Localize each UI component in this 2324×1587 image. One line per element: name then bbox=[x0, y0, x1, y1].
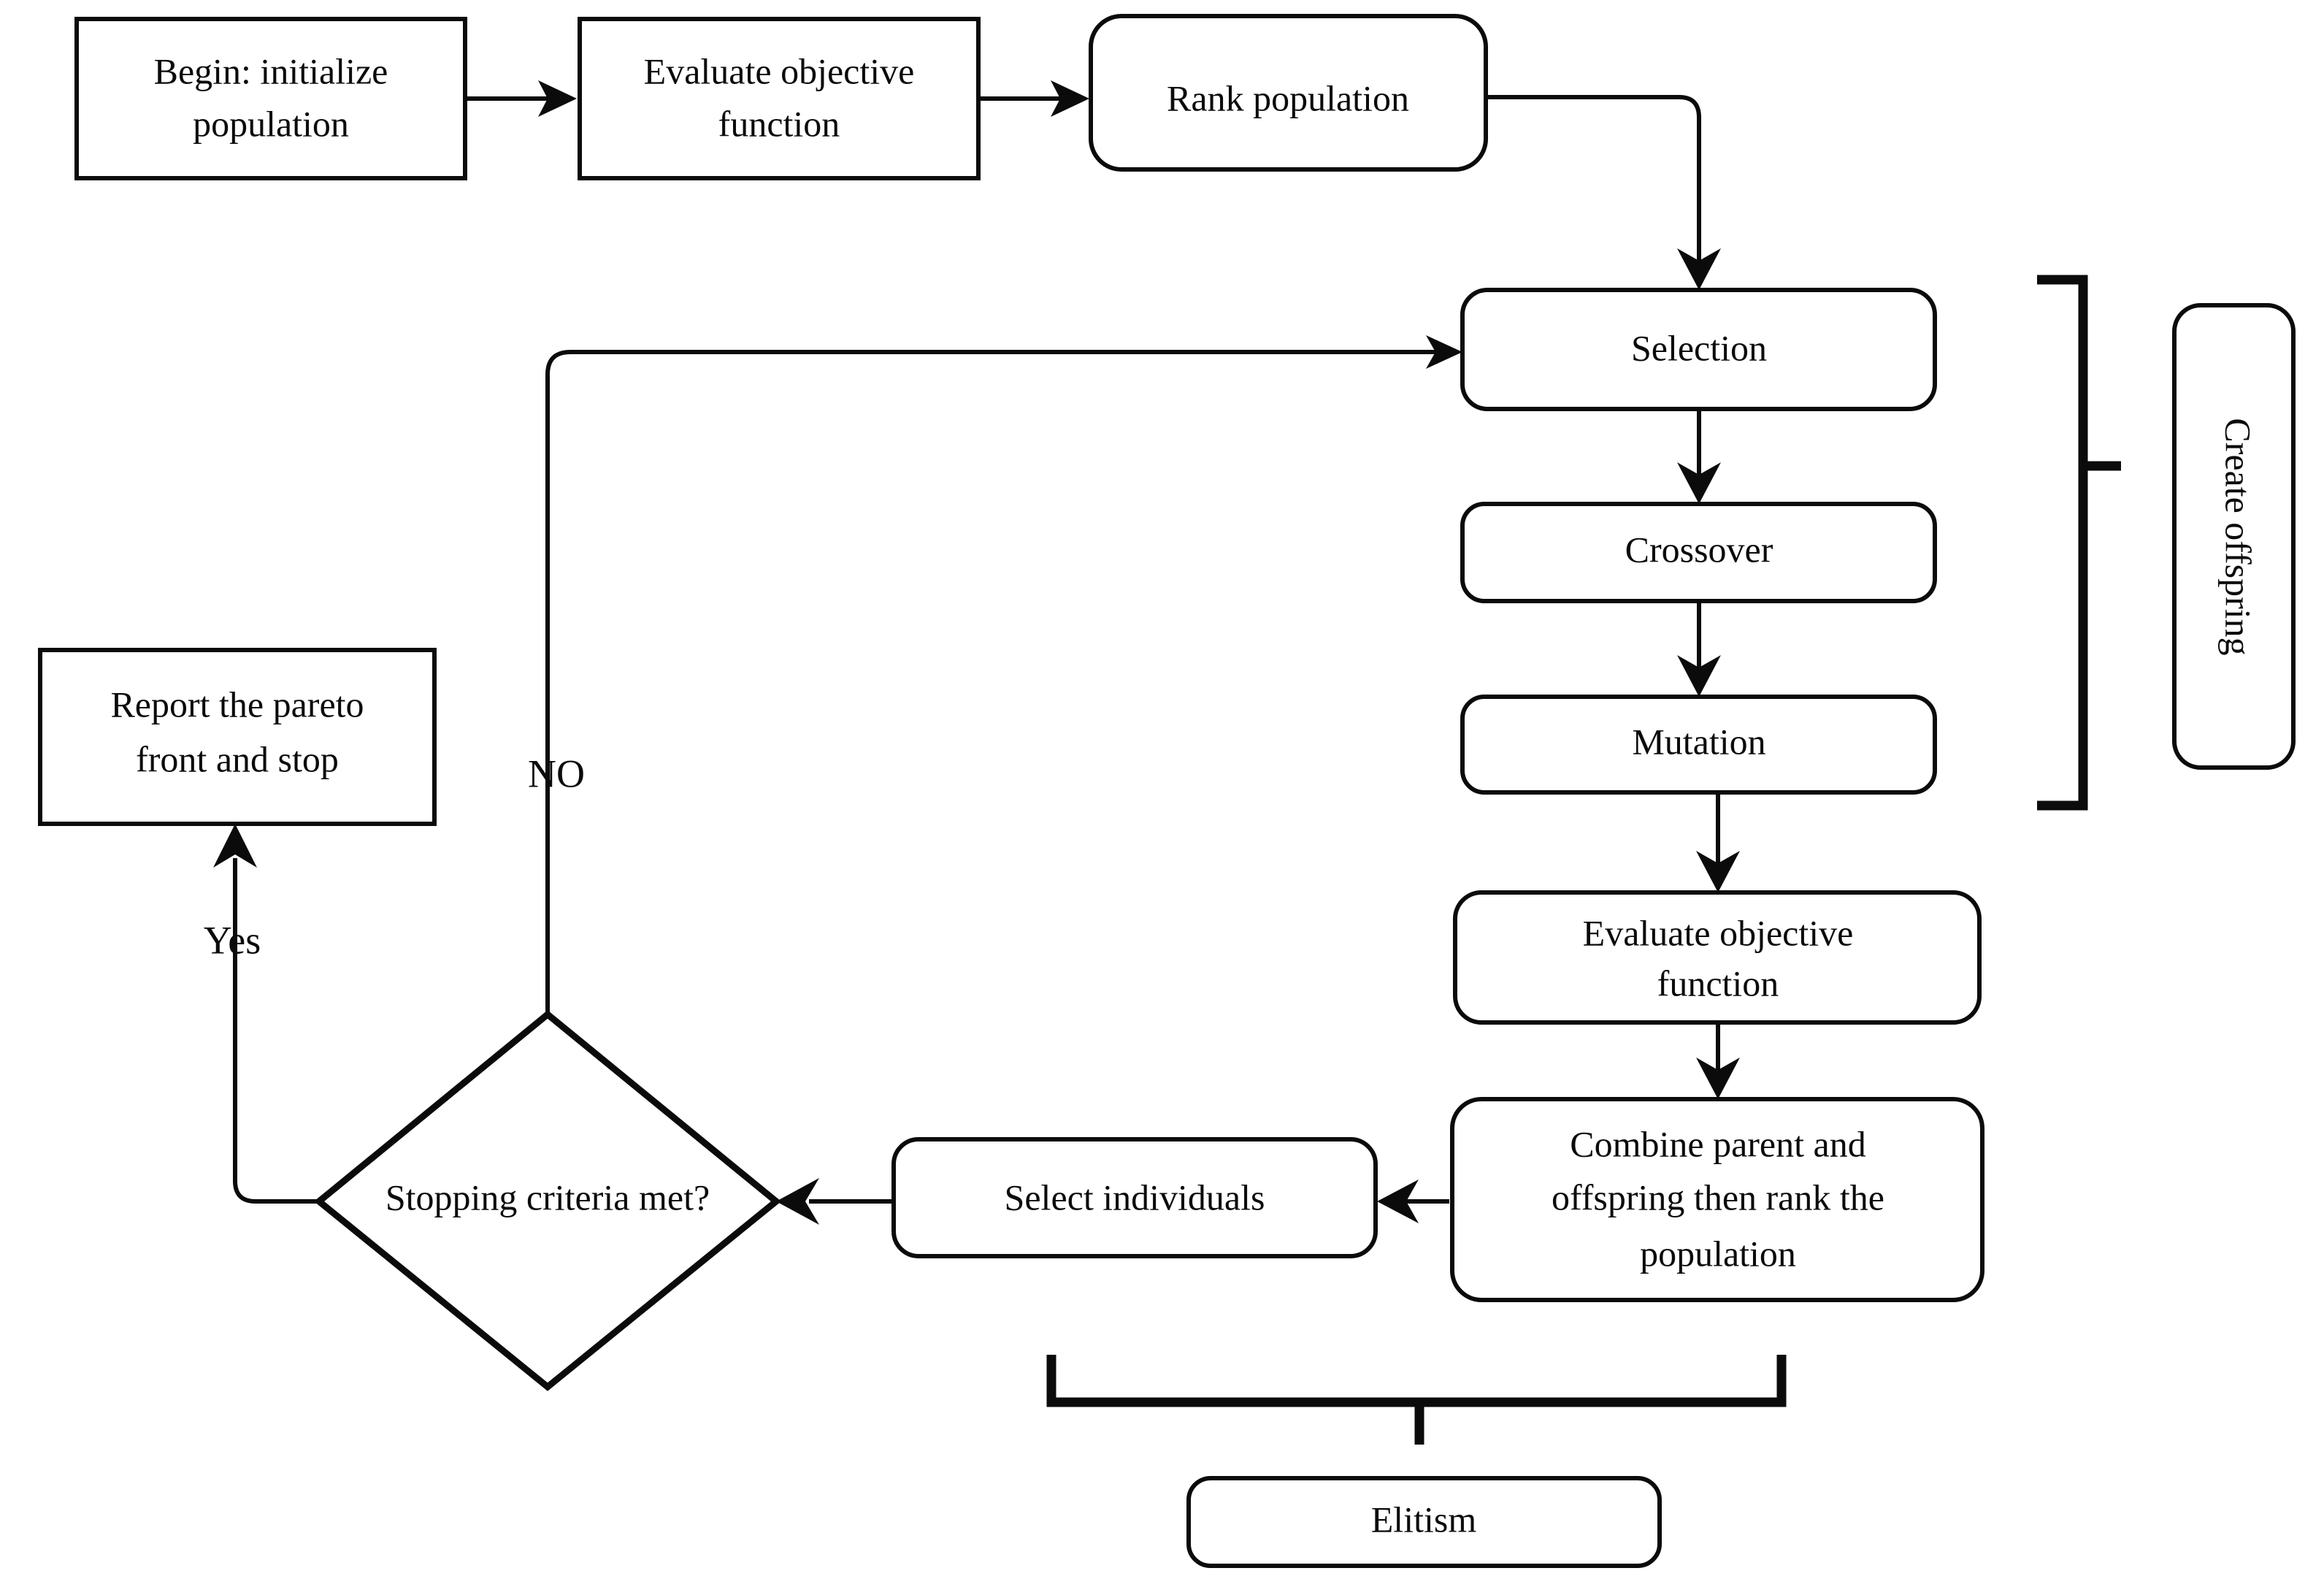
node-evaluate-1-line-2: function bbox=[718, 103, 840, 144]
node-elitism[interactable]: Elitism bbox=[1186, 1476, 1662, 1568]
edge-select-to-stopping bbox=[776, 1178, 898, 1225]
node-create-offspring-label: Create offspring bbox=[2218, 418, 2259, 655]
edge-yes-to-report bbox=[213, 824, 321, 1204]
node-combine-line-3: population bbox=[1640, 1233, 1796, 1274]
edge-combine-to-select bbox=[1377, 1179, 1449, 1223]
elitism-bracket bbox=[1046, 1355, 1787, 1445]
node-report-line-2: front and stop bbox=[136, 738, 339, 779]
edge-label-yes: Yes bbox=[204, 918, 261, 962]
edge-selection-to-crossover bbox=[1677, 409, 1721, 504]
edge-mutation-to-evaluate bbox=[1696, 792, 1740, 892]
node-rank-population-label: Rank population bbox=[1167, 77, 1409, 118]
node-evaluate-objective-2[interactable]: Evaluate objective function bbox=[1453, 890, 1982, 1025]
node-combine-line-1: Combine parent and bbox=[1570, 1123, 1865, 1164]
edge-crossover-to-mutation bbox=[1677, 601, 1721, 697]
node-selection-label: Selection bbox=[1631, 327, 1767, 368]
node-select-individuals[interactable]: Select individuals bbox=[891, 1137, 1378, 1258]
edge-rank-to-selection bbox=[1486, 95, 1721, 290]
node-selection[interactable]: Selection bbox=[1460, 288, 1937, 411]
node-elitism-label: Elitism bbox=[1371, 1499, 1477, 1540]
node-mutation[interactable]: Mutation bbox=[1460, 695, 1937, 795]
node-report-line-1: Report the pareto bbox=[110, 684, 364, 724]
node-evaluate-2-line-2: function bbox=[1657, 963, 1779, 1003]
node-crossover-label: Crossover bbox=[1625, 529, 1773, 570]
node-combine-and-rank[interactable]: Combine parent and offspring then rank t… bbox=[1450, 1097, 1984, 1302]
node-evaluate-1-line-1: Evaluate objective bbox=[644, 50, 915, 91]
node-stopping-criteria-label: Stopping criteria met? bbox=[386, 1177, 710, 1217]
edge-no-to-selection bbox=[545, 335, 1462, 1015]
node-evaluate-objective-1[interactable]: Evaluate objective function bbox=[578, 17, 981, 180]
node-crossover[interactable]: Crossover bbox=[1460, 502, 1937, 603]
node-mutation-label: Mutation bbox=[1632, 721, 1765, 762]
edge-label-no: NO bbox=[528, 752, 585, 795]
node-stopping-criteria[interactable]: Stopping criteria met? bbox=[313, 1010, 782, 1391]
node-rank-population[interactable]: Rank population bbox=[1089, 14, 1488, 172]
node-create-offspring[interactable]: Create offspring bbox=[2172, 303, 2296, 770]
edge-evaluate2-to-combine bbox=[1696, 1022, 1740, 1099]
node-evaluate-2-line-1: Evaluate objective bbox=[1583, 912, 1854, 953]
node-select-individuals-label: Select individuals bbox=[1005, 1177, 1265, 1217]
node-report-pareto[interactable]: Report the pareto front and stop bbox=[38, 648, 437, 826]
edge-evaluate-to-rank bbox=[978, 80, 1089, 117]
node-begin-line-2: population bbox=[193, 103, 349, 144]
edge-begin-to-evaluate bbox=[465, 80, 577, 117]
node-combine-line-2: offspring then rank the bbox=[1552, 1177, 1884, 1217]
node-begin-line-1: Begin: initialize bbox=[154, 50, 388, 91]
create-offspring-bracket bbox=[2037, 275, 2121, 811]
node-begin[interactable]: Begin: initialize population bbox=[74, 17, 467, 180]
